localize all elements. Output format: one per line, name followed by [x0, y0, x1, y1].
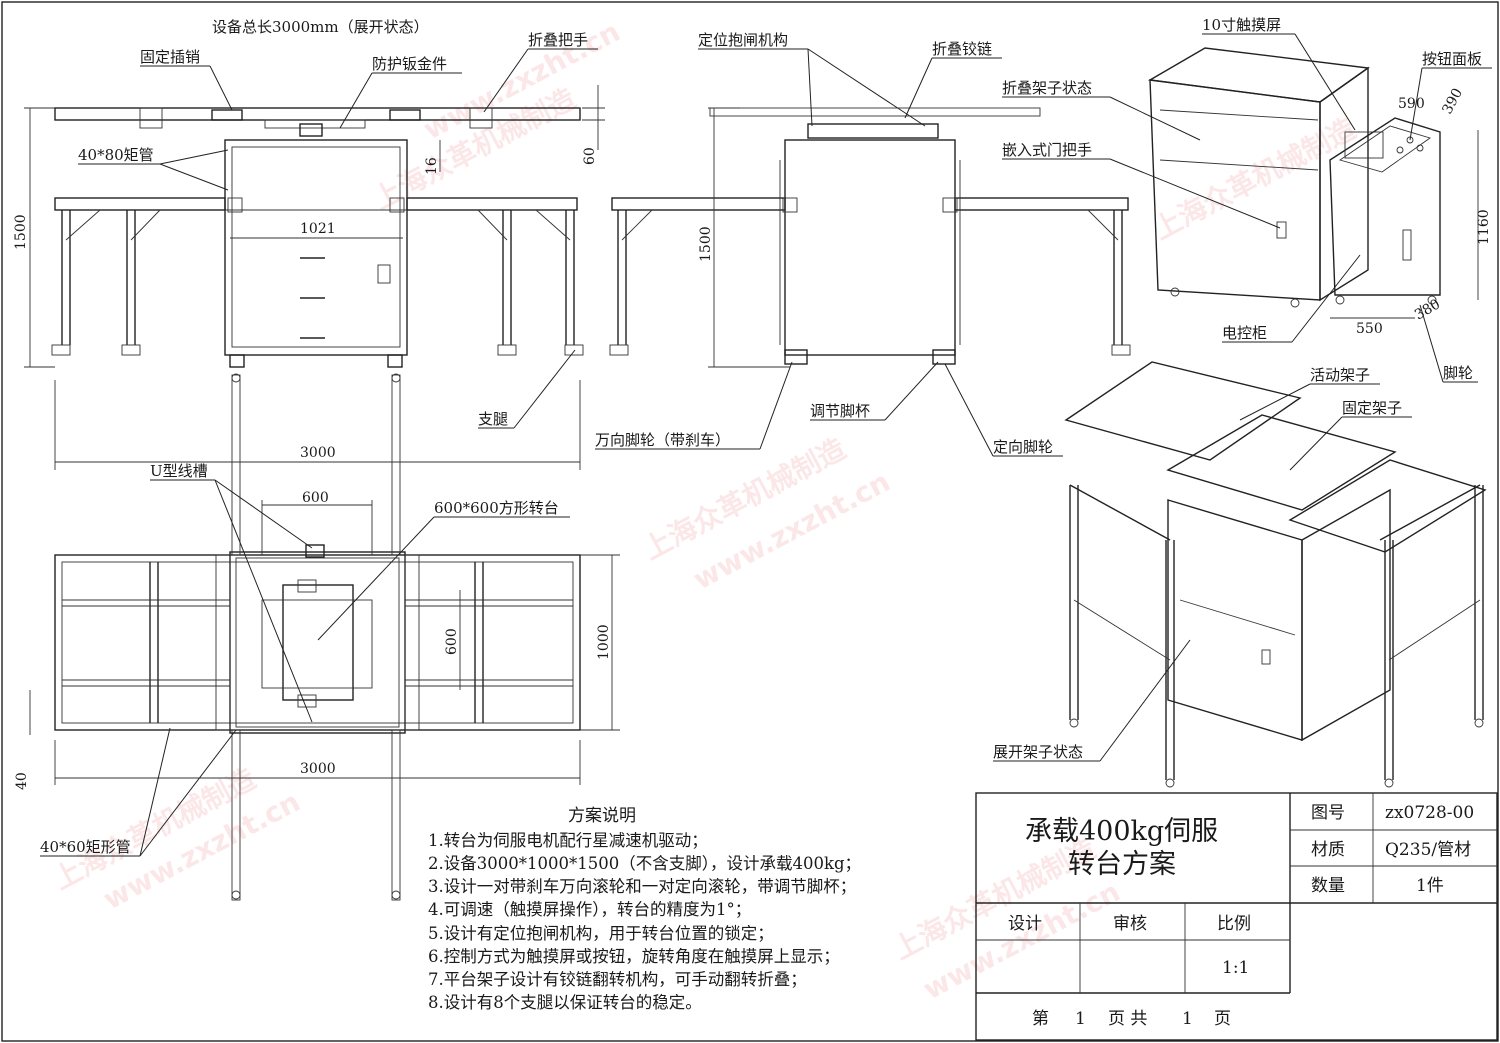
fold-handle-label: 折叠把手 [528, 31, 588, 49]
u-trough-label: U型线槽 [150, 462, 208, 480]
note-item: 2.设备3000*1000*1500（不含支脚），设计承载400kg； [428, 854, 861, 873]
control-cabinet-label: 电控柜 [1222, 324, 1267, 342]
iso-folded-view: 10寸触摸屏 按钮面板 折叠架子状态 嵌入式门把手 590 390 1160 5… [1002, 16, 1492, 383]
notes-title: 方案说明 [568, 806, 636, 826]
scheme-notes: 方案说明 1.转台为伺服电机配行星减速机驱动； 2.设备3000*1000*15… [428, 806, 861, 1012]
page-total: 1 [1182, 1009, 1193, 1029]
fixed-caster-label: 定向脚轮 [993, 438, 1053, 456]
leg-label: 支腿 [478, 410, 508, 428]
page-suffix: 页 [1214, 1009, 1231, 1029]
tube-40x60-label: 40*60矩形管 [40, 838, 131, 856]
dim-600-w: 600 [302, 490, 329, 506]
dim-height: 1500 [13, 214, 29, 250]
fold-hinge-label: 折叠铰链 [932, 40, 992, 58]
note-item: 1.转台为伺服电机配行星减速机驱动； [428, 831, 708, 850]
scale-label: 比例 [1217, 914, 1251, 934]
drawing-title-line1: 承载400kg伺服 [1025, 816, 1218, 847]
note-item: 4.可调速（触摸屏操作），转台的精度为1°； [428, 900, 751, 919]
note-item: 6.控制方式为触摸屏或按钮，旋转角度在触摸屏上显示； [428, 947, 840, 966]
total-length-label: 设备总长3000mm（展开状态） [212, 18, 429, 36]
watermark-text: 上海众革机械制造 [1148, 112, 1361, 246]
review-label: 审核 [1113, 914, 1147, 934]
qty: 1件 [1416, 876, 1444, 896]
dim-width: 1021 [300, 221, 336, 237]
button-panel-label: 按钮面板 [1422, 50, 1482, 68]
dim-60: 60 [582, 147, 598, 165]
top-view: 600 600 1000 40 3000 U型线槽 600*600方形转台 40… [14, 373, 620, 901]
dim-1000: 1000 [596, 624, 612, 660]
fixed-pin-label: 固定插销 [140, 48, 200, 66]
dim-16: 16 [424, 157, 440, 175]
folded-state-label: 折叠架子状态 [1002, 79, 1092, 97]
open-state-label: 展开架子状态 [993, 743, 1083, 761]
page-mid: 页 共 [1108, 1009, 1147, 1029]
drawing-title-line2: 转台方案 [1068, 849, 1176, 880]
note-item: 3.设计一对带刹车万向滚轮和一对定向滚轮，带调节脚杯； [428, 877, 856, 896]
front-view: 1500 1021 16 60 3000 设备总长3000mm（展开状态） 固定… [13, 18, 605, 470]
dim-590: 590 [1398, 96, 1425, 112]
dim-total: 3000 [300, 445, 336, 461]
title-block: 承载400kg伺服 转台方案 图号 zx0728-00 材质 Q235/管材 数… [975, 792, 1498, 1041]
scale: 1:1 [1222, 958, 1249, 978]
qty-label: 数量 [1311, 876, 1345, 896]
side-view: 1500 定位抱闸机构 折叠铰链 万向脚轮（带刹车） 调节脚杯 定向脚轮 [595, 31, 1131, 457]
dim-550: 550 [1356, 321, 1383, 337]
guard-sheet-label: 防护钣金件 [372, 55, 447, 73]
note-item: 5.设计有定位抱闸机构，用于转台位置的锁定； [428, 924, 774, 943]
dim-1160: 1160 [1476, 209, 1492, 245]
dim-40: 40 [14, 772, 30, 790]
note-item: 7.平台架子设计有铰链翻转机构，可手动翻转折叠； [428, 970, 807, 989]
foot-wheel-label: 脚轮 [1443, 364, 1473, 382]
material-label: 材质 [1311, 840, 1345, 860]
brake-lock-label: 定位抱闸机构 [698, 31, 788, 49]
tube-40x80-label: 40*80矩管 [78, 146, 154, 164]
turntable-label: 600*600方形转台 [434, 499, 559, 517]
universal-caster-label: 万向脚轮（带刹车） [595, 431, 730, 449]
material: Q235/管材 [1385, 840, 1471, 860]
iso-open-view: 活动架子 固定架子 展开架子状态 [993, 361, 1487, 788]
page-prefix: 第 [1032, 1009, 1049, 1029]
drawing-no-label: 图号 [1311, 803, 1345, 823]
note-item: 8.设计有8个支腿以保证转台的稳定。 [428, 993, 702, 1012]
adjust-foot-label: 调节脚杯 [810, 402, 870, 420]
dim-390: 390 [1439, 86, 1466, 117]
dim-380: 380 [1412, 296, 1443, 323]
drawing-no: zx0728-00 [1385, 803, 1474, 823]
dim-top-total: 3000 [300, 761, 336, 777]
side-dim-height: 1500 [698, 226, 714, 262]
design-label: 设计 [1008, 914, 1042, 934]
fixed-frame-label: 固定架子 [1342, 399, 1402, 417]
dim-600-h: 600 [444, 628, 460, 655]
door-handle-label: 嵌入式门把手 [1002, 141, 1092, 159]
touch-screen-label: 10寸触摸屏 [1202, 16, 1281, 34]
movable-frame-label: 活动架子 [1310, 366, 1370, 384]
page-number: 1 [1075, 1009, 1086, 1029]
